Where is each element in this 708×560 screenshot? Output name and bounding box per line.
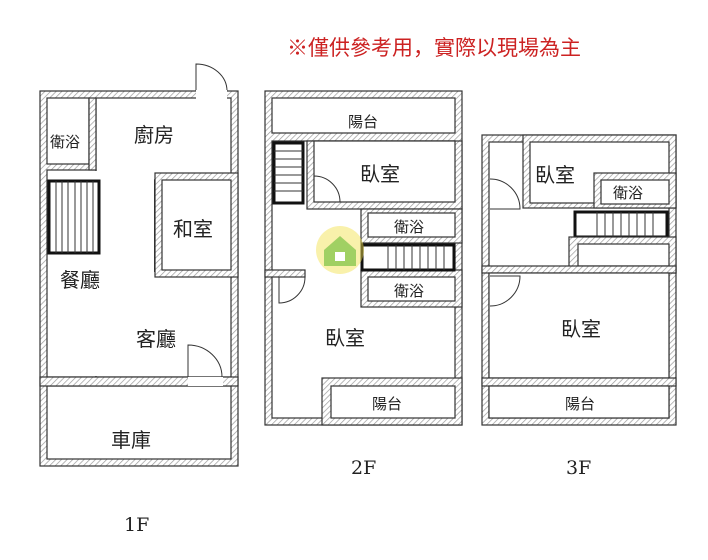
3f-bedroom-main-door-icon [489, 275, 521, 307]
1f-living-door-icon [187, 344, 223, 378]
1f-garage-wall [39, 376, 239, 387]
1f-bath-wall [88, 97, 97, 171]
1f-bath-room [46, 97, 90, 165]
1f-entry-door-icon [195, 63, 228, 92]
3f-corridor-wall [481, 265, 677, 274]
1f-japanese-room [161, 179, 232, 271]
1f-open-fill-2 [97, 99, 230, 179]
1f-door-gap [196, 90, 227, 99]
1f-garage-area [46, 385, 232, 460]
1f-japanese-room-label: 和室 [173, 217, 213, 241]
3f-balcony-wall [481, 377, 677, 387]
2f-main-bedroom-door-icon [278, 276, 306, 304]
2f-bedroom-door-icon [313, 175, 341, 203]
2f-floor-label: 2F [351, 457, 376, 479]
2f-staircase-left [272, 141, 305, 205]
floor-3f: 臥室 衛浴 臥室 陽台 3F [481, 134, 677, 479]
2f-bath-upper [367, 212, 456, 238]
floor-2f: 陽台 臥室 衛浴 衛浴 臥室 陽台 2F [264, 90, 463, 479]
1f-staircase [47, 179, 101, 255]
3f-balcony-label: 陽台 [565, 395, 595, 413]
3f-bedroom-top-door-icon [489, 178, 521, 210]
1f-floor-label: 1F [124, 514, 149, 536]
2f-mid-wall [264, 269, 306, 278]
2f-bath-upper-label: 衛浴 [394, 218, 424, 236]
floor-1f: 衛浴 廚房 和室 餐廳 客廳 車庫 1F [39, 63, 239, 536]
3f-bath-label: 衛浴 [613, 184, 643, 202]
3f-bedroom-main [488, 272, 670, 379]
watermark-logo [316, 226, 364, 274]
3f-bedroom-main-label: 臥室 [561, 317, 601, 341]
2f-bath-lower-label: 衛浴 [394, 282, 424, 300]
2f-balcony-bottom-label: 陽台 [372, 395, 402, 413]
3f-balcony [488, 385, 670, 419]
1f-dining-label: 餐廳 [60, 268, 100, 292]
1f-garage-label: 車庫 [111, 428, 151, 452]
2f-bedroom-top-label: 臥室 [360, 162, 400, 186]
1f-living-label: 客廳 [136, 327, 176, 351]
3f-floor-label: 3F [566, 457, 591, 479]
3f-bedroom-top-label: 臥室 [535, 163, 575, 187]
2f-staircase-right [360, 243, 456, 272]
1f-open-fill-3 [97, 272, 230, 376]
2f-balcony-top-label: 陽台 [348, 113, 378, 131]
3f-bath [600, 179, 670, 205]
3f-stair-nook [577, 243, 670, 267]
2f-balcony-bottom [330, 385, 456, 419]
1f-kitchen-label: 廚房 [134, 123, 174, 147]
2f-balcony-top [271, 97, 456, 134]
2f-bath-lower [367, 276, 456, 302]
1f-bath-label: 衛浴 [50, 133, 80, 151]
1f-garage-door-gap [188, 377, 223, 386]
notice-text: ※僅供參考用，實際以現場為主 [287, 36, 581, 60]
2f-bedroom-main-label: 臥室 [325, 326, 365, 350]
